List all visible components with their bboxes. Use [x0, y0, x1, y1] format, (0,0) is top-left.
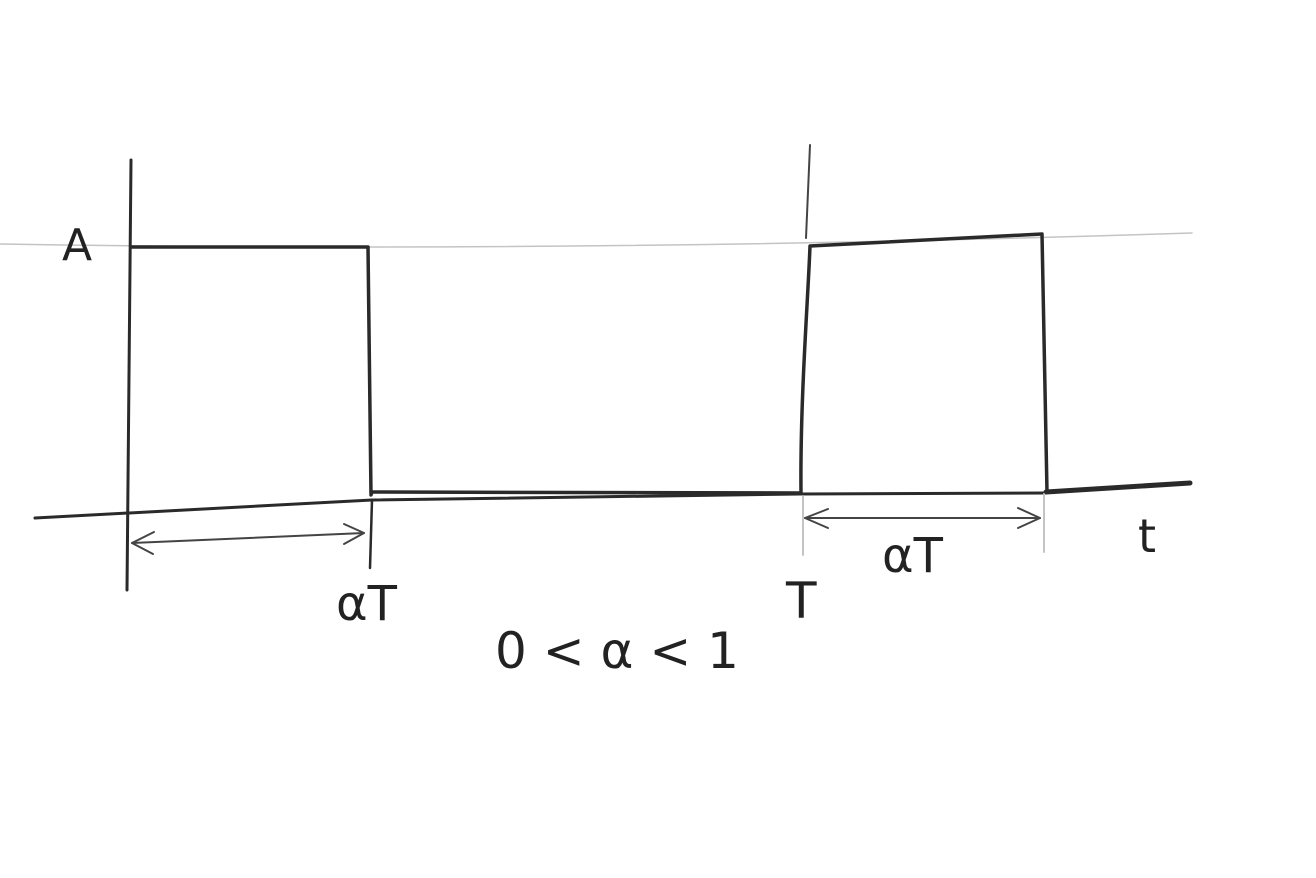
- alpha-t-tick: [368, 498, 374, 570]
- period-label: T: [785, 572, 817, 630]
- pulse-2: [799, 232, 1049, 495]
- width-arrow-1: [131, 523, 365, 555]
- pulse-1: [129, 245, 802, 497]
- pulse-width-label-2: αT: [882, 528, 944, 584]
- amplitude-label: A: [62, 220, 92, 271]
- period-marker-line: [805, 144, 811, 239]
- constraint-label: 0 < α < 1: [495, 622, 739, 680]
- time-axis-tail: [1043, 480, 1193, 495]
- time-axis: [33, 491, 1048, 520]
- time-axis-label: t: [1138, 509, 1156, 563]
- pulse-width-label-1: αT: [336, 576, 398, 632]
- width-arrow-2: [804, 507, 1041, 529]
- y-axis: [125, 158, 133, 592]
